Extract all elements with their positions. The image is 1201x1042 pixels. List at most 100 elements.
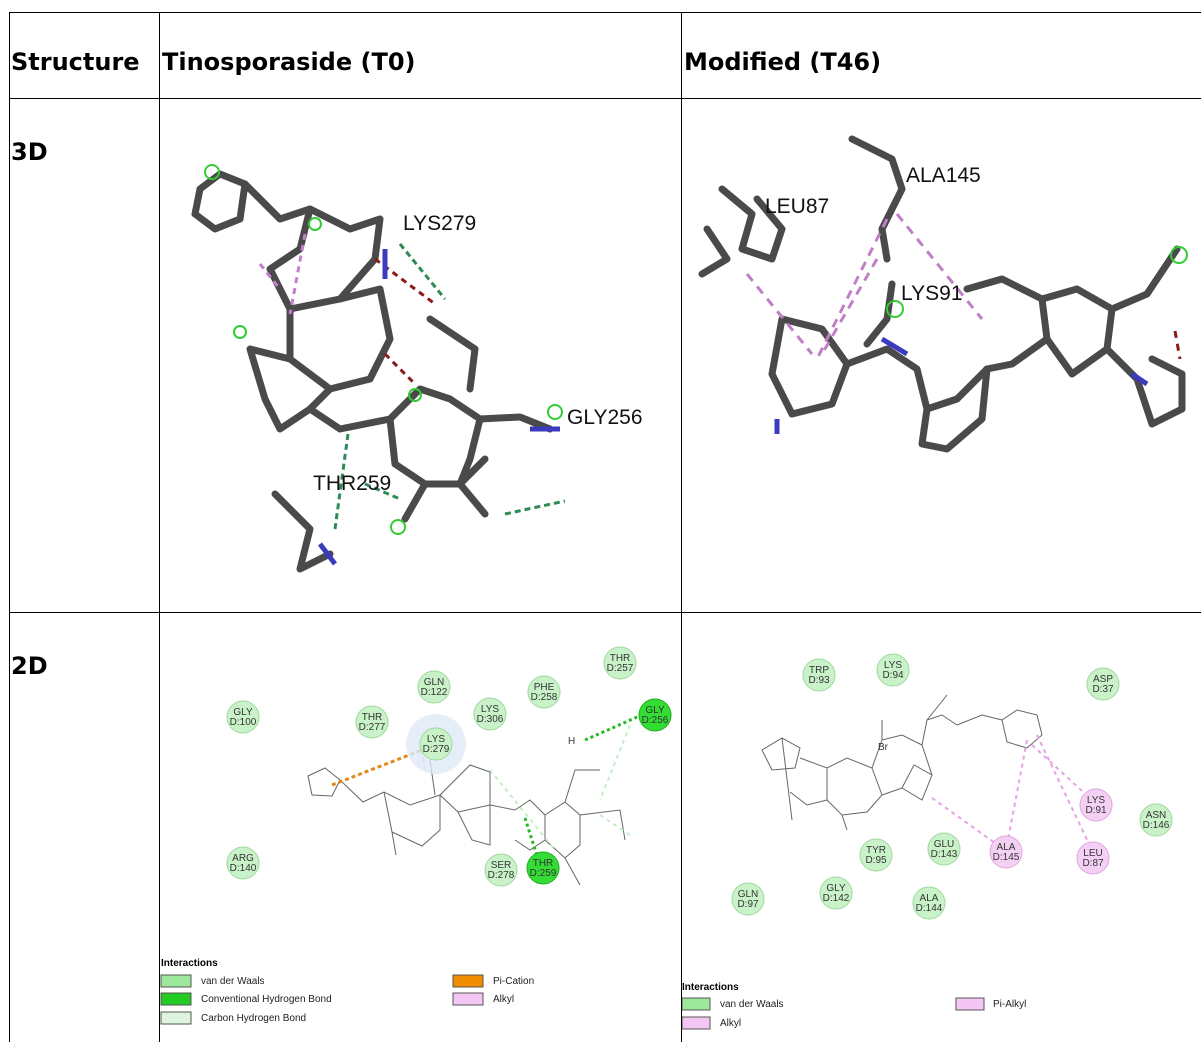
residue-lys-306: LYS D:306 (473, 697, 507, 731)
residue-gly-100: GLY D:100 (226, 700, 260, 734)
residue-name: LEU (1083, 848, 1102, 859)
residue-id: D:140 (230, 863, 257, 874)
residue-name: GLN (738, 889, 759, 900)
legend-swatch-hbond (160, 992, 192, 1006)
residue-id: D:279 (423, 744, 450, 755)
t46-label-leu87: LEU87 (765, 195, 829, 218)
residue-tyr-95: TYR D:95 (859, 838, 893, 872)
residue-phe-258: PHE D:258 (527, 675, 561, 709)
residue-id: D:256 (642, 715, 669, 726)
residue-id: D:277 (359, 722, 386, 733)
t0-2d-diagram: H GLY D:100 THR D:277 GLN D:122 (160, 640, 680, 1040)
residue-id: D:257 (607, 663, 634, 674)
legend-swatch-vdw (160, 974, 192, 988)
legend-title: Interactions (682, 982, 739, 993)
residue-leu-87: LEU D:87 (1076, 841, 1110, 875)
legend-label-vdw: van der Waals (201, 976, 265, 987)
residue-id: D:87 (1082, 858, 1104, 869)
residue-name: LYS (884, 660, 902, 671)
header-tinosporaside: Tinosporaside (T0) (162, 48, 416, 76)
residue-gln-97: GLN D:97 (731, 882, 765, 916)
residue-name: TRP (809, 665, 829, 676)
legend-swatch-vdw (682, 997, 711, 1011)
header-divider (9, 98, 1201, 99)
residue-gly-142: GLY D:142 (819, 876, 853, 910)
row-label-3d: 3D (11, 138, 48, 166)
residue-ala-145: ALA D:145 (989, 835, 1023, 869)
legend-swatch-alkyl (452, 992, 484, 1006)
residue-id: D:146 (1143, 820, 1170, 831)
residue-id: D:94 (882, 670, 904, 681)
t0-atom-h: H (568, 736, 575, 747)
residue-ser-278: SER D:278 (484, 853, 518, 887)
header-structure: Structure (11, 48, 140, 76)
residue-id: D:93 (808, 675, 830, 686)
residue-name: THR (610, 653, 631, 664)
legend-swatch-pi-cation (452, 974, 484, 988)
residue-name: THR (533, 858, 554, 869)
residue-id: D:97 (737, 899, 759, 910)
t46-legend: Interactions van der Waals Alkyl Pi-Alky… (682, 982, 1026, 1030)
residue-id: D:258 (531, 692, 558, 703)
col-divider-1 (159, 12, 160, 1042)
residue-name: ARG (232, 853, 254, 864)
t0-label-lys279: LYS279 (403, 212, 476, 235)
residue-ala-144: ALA D:144 (912, 886, 946, 920)
residue-id: D:143 (931, 849, 958, 860)
residue-id: D:144 (916, 903, 943, 914)
residue-lys-279: LYS D:279 (406, 714, 466, 774)
residue-name: GLN (424, 677, 445, 688)
residue-lys-94: LYS D:94 (876, 653, 910, 687)
residue-id: D:142 (823, 893, 850, 904)
residue-gly-256: GLY D:256 (638, 698, 672, 732)
t0-3d-image: LYS279 GLY256 THR259 (160, 99, 680, 611)
legend-label-alkyl: Alkyl (720, 1018, 741, 1029)
t46-residue-bubbles: TRP D:93 LYS D:94 ASP D:37 LYS D:91 (731, 653, 1173, 920)
residue-name: ASN (1146, 810, 1167, 821)
residue-id: D:259 (530, 868, 557, 879)
legend-swatch-alkyl (682, 1016, 711, 1030)
residue-asn-146: ASN D:146 (1139, 803, 1173, 837)
row-divider (9, 612, 1201, 613)
residue-name: LYS (481, 704, 499, 715)
residue-id: D:145 (993, 852, 1020, 863)
legend-label-ch-bond: Carbon Hydrogen Bond (201, 1013, 306, 1024)
table-top-border (9, 12, 1201, 13)
residue-name: ALA (997, 842, 1016, 853)
legend-title: Interactions (161, 958, 218, 969)
header-modified: Modified (T46) (684, 48, 882, 76)
residue-name: GLU (934, 839, 955, 850)
residue-name: GLY (826, 883, 846, 894)
residue-id: D:95 (865, 855, 887, 866)
residue-name: ASP (1093, 674, 1113, 685)
residue-trp-93: TRP D:93 (802, 658, 836, 692)
legend-label-hbond: Conventional Hydrogen Bond (201, 994, 332, 1005)
t0-label-gly256: GLY256 (567, 406, 643, 429)
residue-name: GLY (645, 705, 665, 716)
residue-gln-122: GLN D:122 (417, 670, 451, 704)
residue-name: PHE (534, 682, 555, 693)
residue-id: D:306 (477, 714, 504, 725)
residue-arg-140: ARG D:140 (226, 846, 260, 880)
t46-label-ala145: ALA145 (906, 164, 981, 187)
col-divider-2 (681, 12, 682, 1042)
residue-name: ALA (920, 893, 939, 904)
legend-swatch-ch-bond (160, 1011, 192, 1025)
residue-name: TYR (866, 845, 886, 856)
t46-atom-br: Br (878, 742, 889, 753)
residue-thr-277: THR D:277 (355, 705, 389, 739)
residue-name: THR (362, 712, 383, 723)
residue-lys-91: LYS D:91 (1079, 788, 1113, 822)
residue-id: D:91 (1085, 805, 1107, 816)
residue-thr-259: THR D:259 (526, 851, 560, 885)
legend-label-alkyl: Alkyl (493, 994, 514, 1005)
residue-id: D:100 (230, 717, 257, 728)
legend-label-pi-alkyl: Pi-Alkyl (993, 999, 1026, 1010)
t46-3d-image: LEU87 ALA145 LYS91 (682, 99, 1201, 611)
residue-glu-143: GLU D:143 (927, 832, 961, 866)
residue-name: LYS (1087, 795, 1105, 806)
table-left-border (9, 12, 10, 1042)
residue-id: D:37 (1092, 684, 1114, 695)
t0-residue-bubbles: GLY D:100 THR D:277 GLN D:122 LYS D:306 (226, 646, 672, 887)
